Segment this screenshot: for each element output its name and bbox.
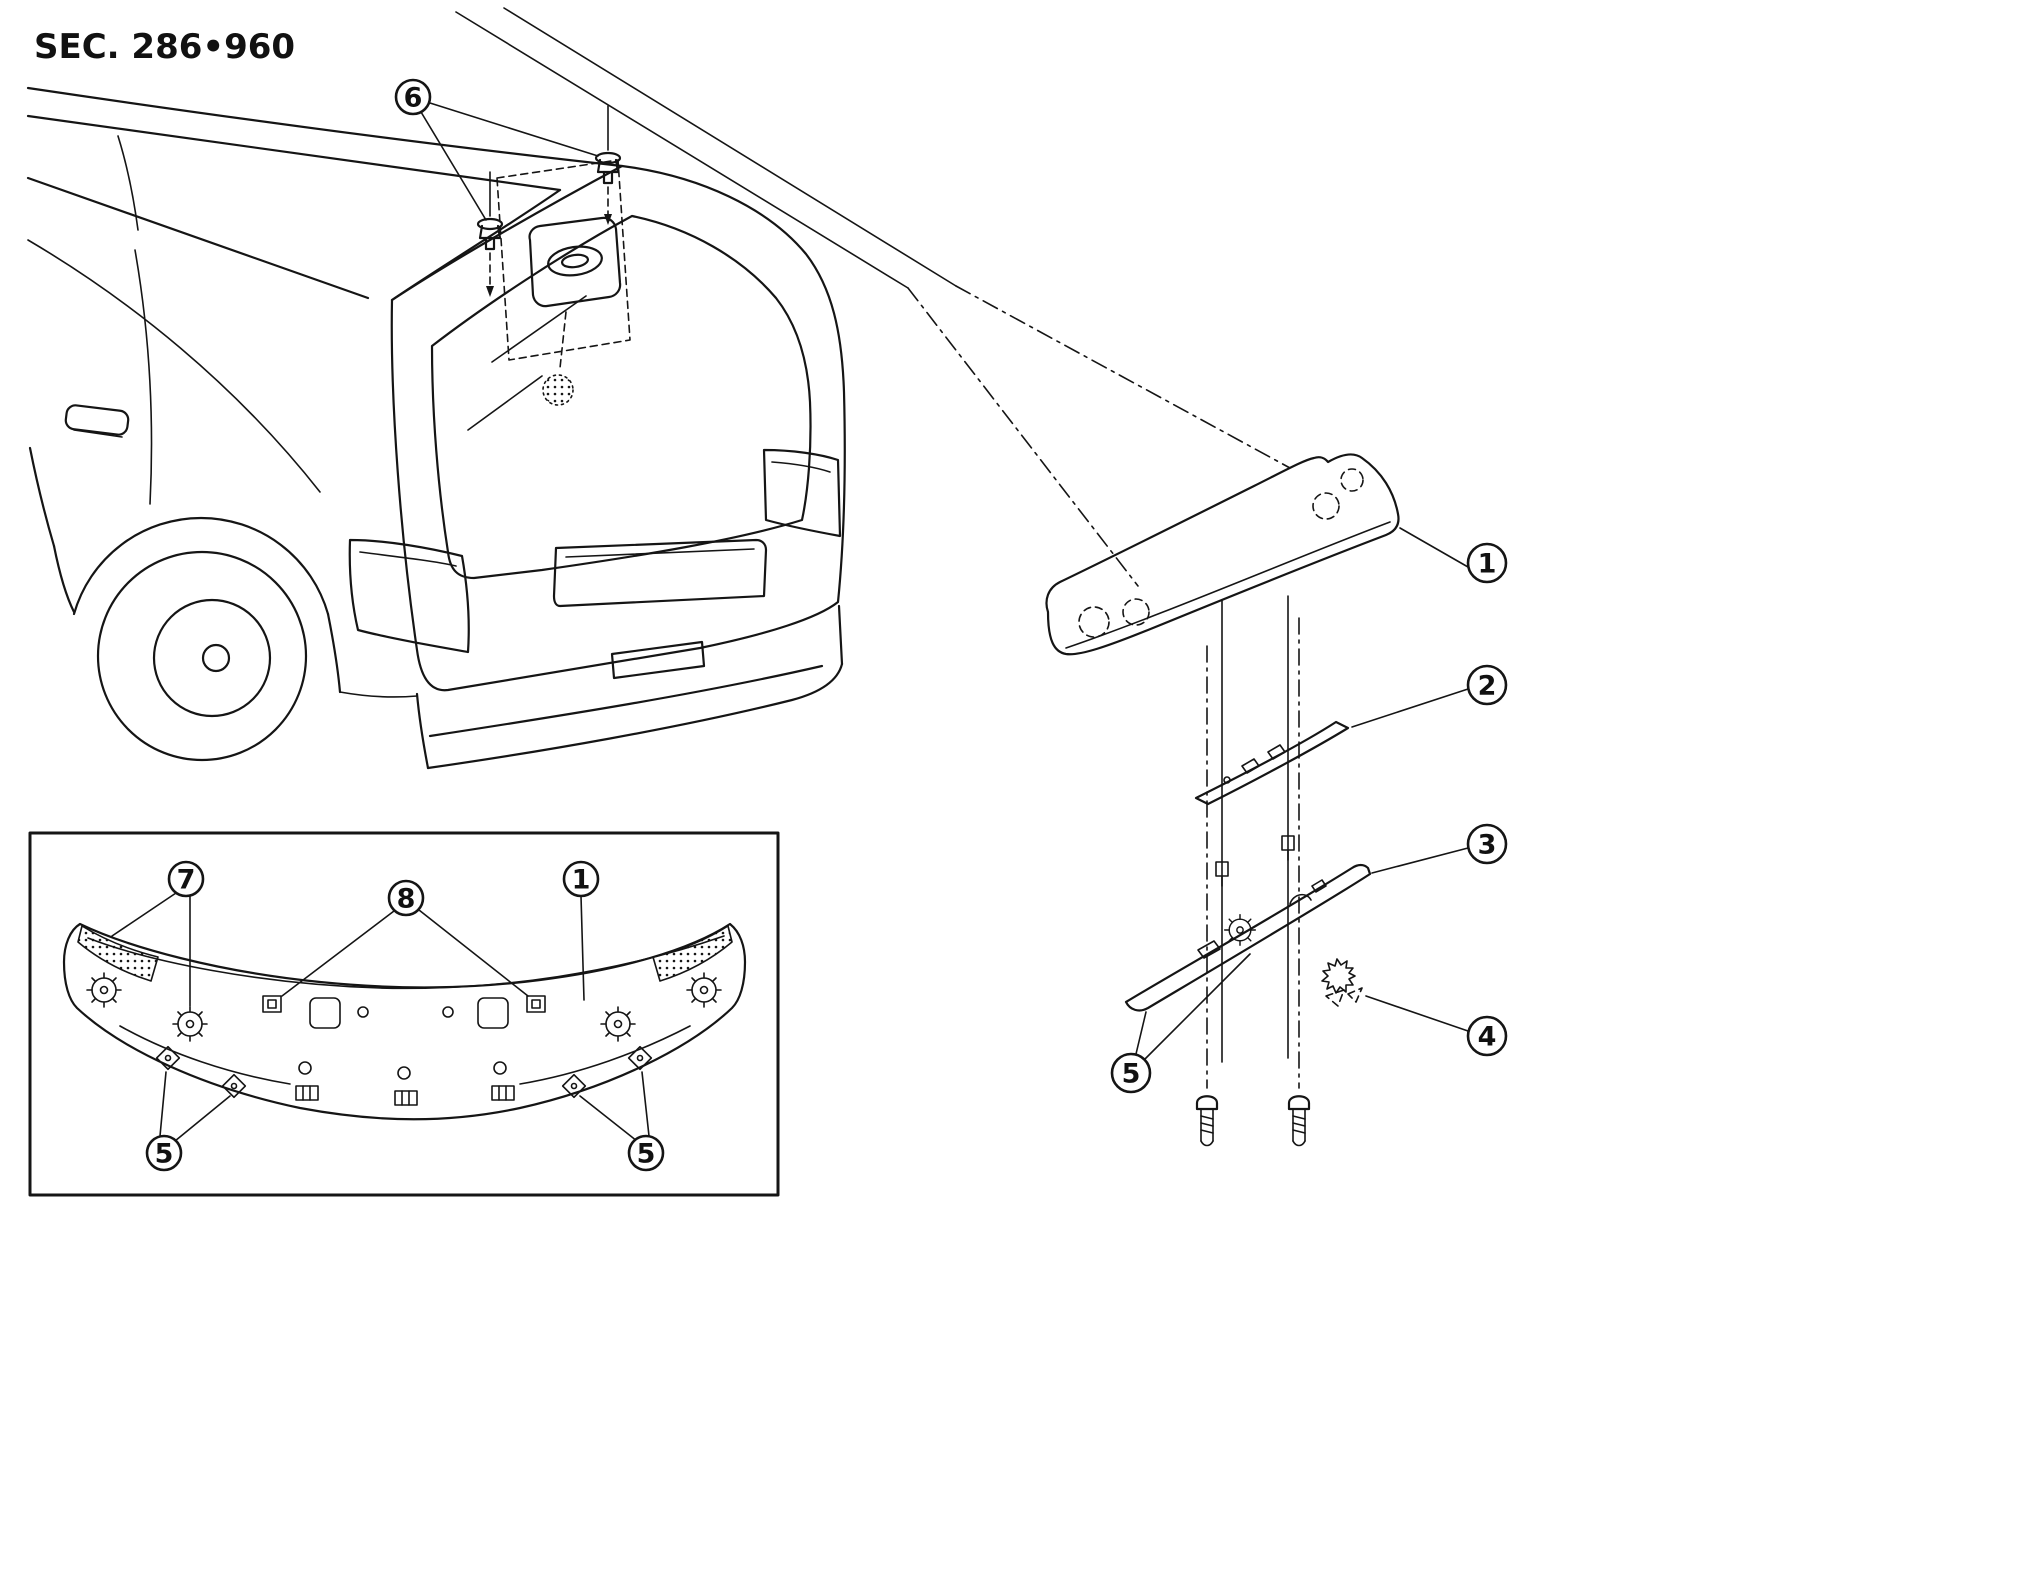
callout-4[interactable]: 4 [1365, 995, 1508, 1057]
callouts: 6 1 2 3 4 5 [111, 78, 1508, 1172]
stipple-pad-right [652, 925, 733, 982]
door-handle [64, 404, 130, 438]
license-garnish [552, 538, 768, 608]
grommet-icon [685, 971, 723, 1009]
callout-5-label: 5 [637, 1139, 656, 1170]
rear-wheel [28, 446, 342, 762]
callout-5-main[interactable]: 5 [1110, 953, 1251, 1094]
callout-2-label: 2 [1478, 671, 1497, 702]
callout-1-circle[interactable] [1466, 542, 1508, 584]
callout-5-circle[interactable] [1110, 1052, 1152, 1094]
part-3-finisher-lower [1124, 863, 1372, 1012]
callout-6-label: 6 [404, 83, 423, 114]
tailgate-outline [390, 164, 846, 692]
callout-1-circle[interactable] [562, 860, 600, 898]
callout-1-main[interactable]: 1 [1399, 527, 1508, 584]
callout-1-label: 1 [1478, 549, 1497, 580]
callout-4-label: 4 [1478, 1022, 1497, 1053]
taillight-right [762, 448, 842, 538]
projection-lines [1206, 595, 1300, 1089]
callout-2[interactable]: 2 [1351, 664, 1508, 728]
small-hole [442, 1006, 454, 1018]
screw-icon [1287, 1095, 1311, 1147]
clip-right [594, 105, 622, 225]
small-hole [357, 1006, 369, 1018]
mount-hole-stippled [542, 374, 574, 406]
mounting-screws [1195, 1095, 1311, 1147]
taillight-left [348, 538, 470, 654]
clip-left [476, 171, 504, 297]
section-title: SEC. 286•960 [34, 27, 295, 67]
hole-connector [559, 311, 567, 369]
grommet-icon [85, 971, 123, 1009]
stipple-pad-left [77, 925, 159, 982]
callout-5-circle[interactable] [145, 1134, 183, 1172]
roof-edge-inner [26, 114, 562, 192]
callout-5-label: 5 [155, 1139, 174, 1170]
quarter-panel-crease [27, 239, 321, 493]
spoiler-exploded-view [1045, 453, 1400, 1147]
callout-7-label: 7 [177, 865, 196, 896]
callout-1-label: 1 [572, 865, 591, 896]
clip-hole-right [526, 995, 546, 1013]
callout-5-inset-left[interactable]: 5 [145, 1071, 231, 1172]
callout-5-label: 5 [1122, 1059, 1141, 1090]
underside-outline [62, 922, 747, 1121]
alignment-leader-lines [455, 7, 1291, 587]
callout-3-label: 3 [1478, 830, 1497, 861]
belt-line [26, 176, 370, 300]
small-hole [397, 1066, 411, 1080]
callout-6[interactable]: 6 [394, 78, 599, 221]
underside-crease-left [119, 1025, 291, 1085]
roof-mount-detail [476, 105, 631, 406]
glass-reflection [467, 375, 543, 431]
rear-bumper [339, 604, 844, 770]
callout-3-circle[interactable] [1466, 823, 1508, 865]
vent-slot [491, 1085, 515, 1101]
callout-5-circle[interactable] [627, 1134, 665, 1172]
part-2-finisher [1194, 720, 1350, 806]
square-hole [309, 997, 341, 1029]
callout-1-inset[interactable]: 1 [562, 860, 600, 1001]
mount-plate [528, 216, 622, 308]
callout-3[interactable]: 3 [1371, 823, 1508, 874]
rear-window [430, 214, 812, 580]
mount-area-dashed-box [496, 159, 631, 361]
clip-hole-left [262, 995, 282, 1013]
callout-4-circle[interactable] [1466, 1015, 1508, 1057]
callout-8-label: 8 [397, 884, 416, 915]
mount-plate-slot [547, 245, 603, 277]
callout-2-circle[interactable] [1466, 664, 1508, 706]
spoiler-underside-view [62, 922, 747, 1121]
part-1-spoiler [1045, 453, 1400, 656]
side-window-divider [117, 135, 139, 231]
callout-8[interactable]: 8 [281, 879, 529, 997]
square-hole [477, 997, 509, 1029]
screw-icon [1195, 1095, 1219, 1147]
grommet-icon [171, 1005, 209, 1043]
part-4-grommet [1321, 958, 1363, 1007]
callout-7-circle[interactable] [167, 860, 205, 898]
underside-inner-edge [87, 935, 725, 990]
glass-reflection [491, 295, 587, 363]
callout-5-inset-right[interactable]: 5 [579, 1071, 665, 1172]
roof-edge-outer [26, 86, 624, 168]
vehicle-rear-view [26, 86, 846, 770]
callout-7[interactable]: 7 [111, 860, 205, 1007]
inset-border [28, 831, 780, 1197]
vent-slot [295, 1085, 319, 1101]
door-cut-line [134, 249, 153, 505]
callout-6-circle[interactable] [394, 78, 432, 116]
mount-plate-slot-inner [560, 253, 590, 269]
inset-detail-box [28, 831, 780, 1197]
underside-crease-right [519, 1025, 691, 1085]
vent-slot [394, 1090, 418, 1106]
small-hole [298, 1061, 312, 1075]
grommet-icon [599, 1005, 637, 1043]
callout-8-circle[interactable] [387, 879, 425, 917]
small-hole [493, 1061, 507, 1075]
